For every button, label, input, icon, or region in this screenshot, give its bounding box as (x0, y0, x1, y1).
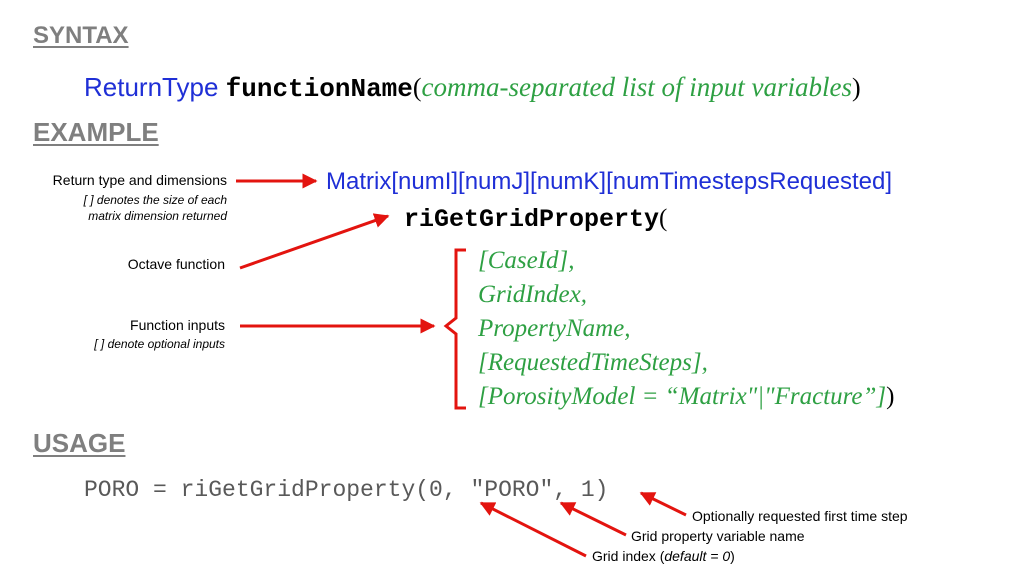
example-return-signature: Matrix[numI][numJ][numK][numTimestepsReq… (326, 168, 892, 195)
arrow-property-name (559, 501, 627, 537)
arrow-time-step (639, 491, 687, 517)
example-open-paren: ( (659, 205, 668, 232)
syntax-return-type: ReturnType (84, 72, 219, 102)
usage-note-property: Grid property variable name (631, 528, 805, 544)
annot-function-inputs-note: [ ] denote optional inputs (94, 337, 225, 351)
annot-return-type-note-2: matrix dimension returned (88, 209, 227, 223)
param-case-id: [CaseId], (478, 247, 575, 274)
example-function-name: riGetGridProperty (404, 205, 660, 234)
usage-note-timestep: Optionally requested first time step (692, 508, 908, 524)
usage-heading: USAGE (33, 428, 126, 458)
usage-note-grid-index-default: default = 0 (664, 548, 731, 564)
syntax-function-name: functionName (225, 74, 413, 104)
annot-return-type-note-1: [ ] denotes the size of each (83, 193, 227, 207)
param-porosity-model: [PorosityModel = “Matrix"|"Fracture”] (478, 383, 887, 410)
example-close-paren: ) (886, 383, 895, 410)
param-property-name: PropertyName, (478, 315, 631, 342)
syntax-heading: SYNTAX (33, 22, 129, 49)
syntax-params: comma-separated list of input variables (421, 72, 853, 102)
syntax-close-paren: ) (852, 73, 861, 102)
syntax-line: ReturnType functionName(comma-separated … (84, 72, 861, 104)
annot-octave-function: Octave function (127, 256, 225, 272)
example-function-call: riGetGridProperty( (404, 204, 667, 234)
usage-note-grid-index: Grid index (default = 0) (592, 548, 735, 564)
example-heading: EXAMPLE (33, 117, 159, 147)
syntax-open-paren: ( (412, 73, 422, 102)
inputs-bracket (443, 248, 466, 410)
annot-return-type-title: Return type and dimensions (52, 172, 227, 188)
param-requested-time-steps: [RequestedTimeSteps], (478, 349, 708, 376)
arrow-grid-index (479, 501, 587, 558)
usage-code: PORO = riGetGridProperty(0, "PORO", 1) (84, 477, 609, 503)
arrow-octave-function (239, 213, 390, 270)
param-grid-index: GridIndex, (478, 281, 587, 308)
example-params: [CaseId], GridIndex, PropertyName, [Requ… (478, 244, 894, 414)
annot-function-inputs-title: Function inputs (130, 317, 225, 333)
